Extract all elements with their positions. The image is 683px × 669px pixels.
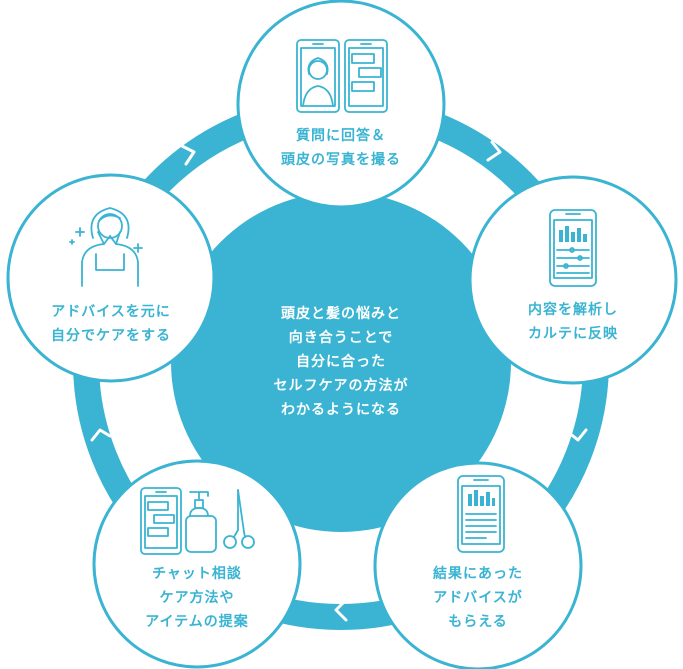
step-circle-5 (6, 173, 216, 383)
step-label-line: チャット相談 (152, 566, 242, 582)
smartphone-chat-photo-icon (296, 39, 388, 113)
step-label-line: カルテに反映 (528, 326, 618, 342)
step-label-line: 内容を解析し (528, 302, 618, 318)
arrow-chevron-icon (180, 144, 196, 166)
center-line: 自分に合った (296, 354, 386, 370)
step-label-line: ケア方法や (159, 590, 235, 606)
arrow-chevron-icon (566, 428, 588, 442)
happy-woman-icon (69, 207, 143, 287)
center-line: 向き合うことで (288, 330, 394, 346)
chat-bottle-scissors-icon (140, 487, 255, 555)
step-label-line: アイテムの提案 (145, 614, 249, 630)
step-label-line: 質問に回答＆ (296, 128, 386, 144)
step-label-line: 自分でケアをする (51, 328, 171, 344)
step-label-3: 結果にあった アドバイスが もらえる (378, 562, 578, 634)
step-label-5: アドバイスを元に 自分でケアをする (11, 300, 211, 348)
step-label-4: チャット相談 ケア方法や アイテムの提案 (97, 562, 297, 634)
step-label-line: アドバイスが (433, 590, 523, 606)
step-label-2: 内容を解析し カルテに反映 (473, 298, 673, 346)
step-label-line: 頭皮の写真を撮る (281, 152, 401, 168)
step-circle-3 (373, 461, 583, 669)
smartphone-chart-icon (549, 209, 597, 287)
step-label-line: もらえる (448, 614, 508, 630)
step-label-line: アドバイスを元に (51, 304, 171, 320)
step-label-line: 結果にあった (433, 566, 523, 582)
center-message: 頭皮と髪の悩みと 向き合うことで 自分に合った セルフケアの方法が わかるように… (231, 302, 451, 422)
step-label-1: 質問に回答＆ 頭皮の写真を撮る (241, 124, 441, 172)
smartphone-report-icon (457, 475, 505, 553)
center-line: 頭皮と髪の悩みと (281, 306, 401, 322)
step-circle-1 (236, 0, 446, 209)
center-line: わかるようになる (281, 402, 401, 418)
center-circle (171, 192, 511, 532)
step-circle-2 (468, 175, 678, 385)
arrow-chevron-icon (90, 428, 112, 442)
center-line: セルフケアの方法が (273, 378, 409, 394)
arrow-chevron-icon (334, 598, 348, 622)
arrow-chevron-icon (486, 140, 502, 162)
